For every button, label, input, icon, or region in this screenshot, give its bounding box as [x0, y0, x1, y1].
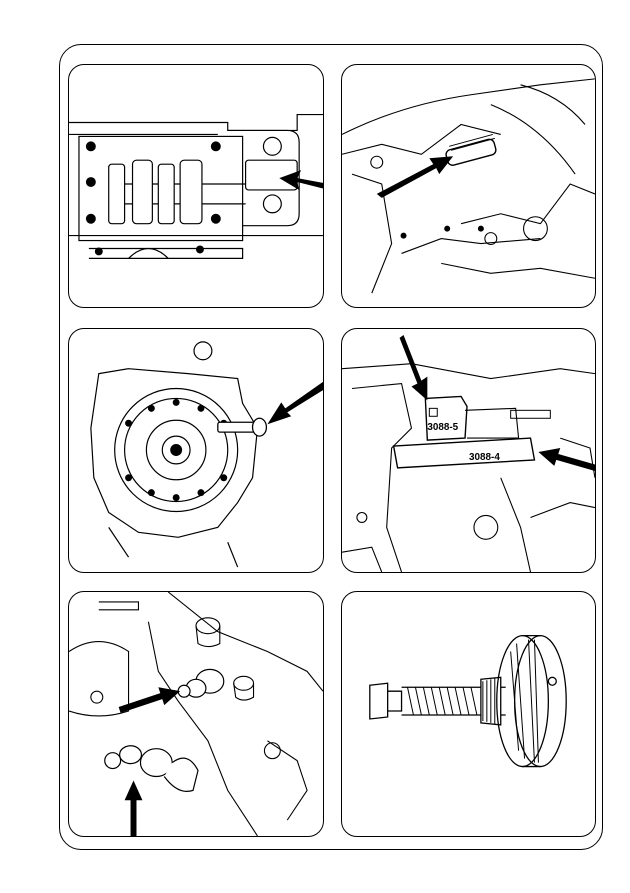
figure-camshaft-locking-tool	[68, 64, 324, 308]
lower-adjuster	[105, 746, 198, 792]
label-3088-5: 3088-5	[427, 422, 458, 433]
upper-adjuster	[178, 669, 224, 697]
engine-bay-drawing	[342, 65, 595, 307]
label-3088-4: 3088-4	[469, 452, 500, 463]
figure-tensioner-adjusters	[68, 591, 324, 837]
arrow-left-icon	[538, 448, 595, 472]
arrow-up-right-icon	[377, 156, 453, 198]
arrow-down-left-icon	[267, 381, 323, 425]
tool-3088-5	[425, 396, 467, 440]
arrow-right-icon	[119, 687, 180, 713]
locking-pin	[218, 422, 258, 432]
arrow-down-icon	[400, 335, 428, 400]
tool-3088-4	[394, 438, 535, 468]
figure-threaded-tensioner-tool	[341, 591, 596, 837]
figure-sprocket-locking-pin	[68, 328, 324, 573]
camshaft-drawing	[69, 65, 323, 307]
tensioner-drawing	[69, 592, 323, 836]
threaded-tool-drawing	[342, 592, 595, 836]
figure-locking-pin-engine-bay	[341, 64, 596, 308]
figure-pump-alignment-tools: 3088-5 3088-4	[341, 328, 596, 573]
arrow-left-icon	[279, 170, 323, 190]
locking-pin	[445, 138, 497, 166]
alignment-tools-drawing: 3088-5 3088-4	[342, 329, 595, 572]
arrow-up-icon	[125, 780, 143, 836]
sprocket-drawing	[69, 329, 323, 572]
